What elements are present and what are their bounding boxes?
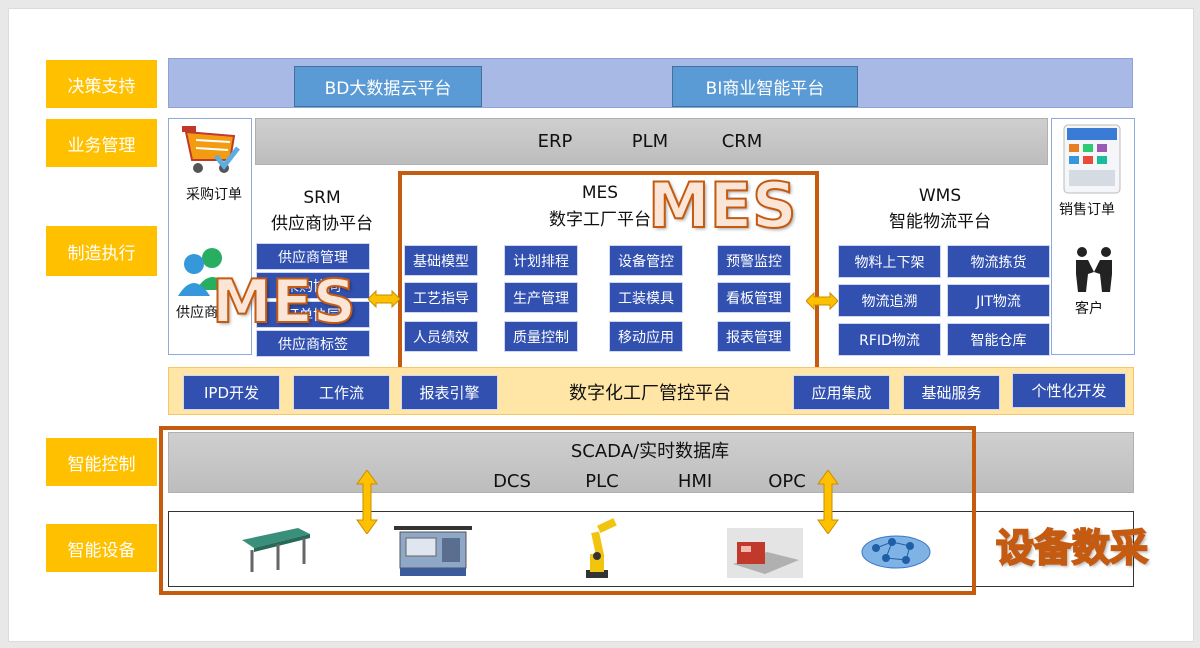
scada-plc: PLC — [585, 470, 619, 492]
mes-item-process: 工艺指导 — [404, 282, 478, 313]
layer-label-decision: 决策支持 — [46, 60, 157, 108]
wms-item-shelving: 物料上下架 — [838, 245, 941, 278]
mobile-app-icon — [1063, 124, 1121, 194]
mes-item-report: 报表管理 — [717, 321, 791, 352]
erp-label: ERP — [537, 130, 573, 152]
handshake-icon — [1070, 244, 1118, 294]
platform-item-basic-service: 基础服务 — [903, 375, 1000, 410]
wms-subtitle: 智能物流平台 — [889, 212, 991, 232]
scada-device-arrow-left — [356, 470, 378, 534]
platform-item-integration: 应用集成 — [793, 375, 890, 410]
scada-opc: OPC — [768, 470, 806, 492]
mes-item-performance: 人员绩效 — [404, 321, 478, 352]
users-icon — [176, 244, 236, 296]
cnc-machine-icon — [390, 524, 476, 578]
wms-item-warehouse: 智能仓库 — [947, 323, 1050, 356]
mes-item-mobile: 移动应用 — [609, 321, 683, 352]
mes-item-tooling: 工装模具 — [609, 282, 683, 313]
mes-big-overlay: MES — [647, 169, 798, 243]
mes-subtitle: 数字工厂平台 — [549, 210, 651, 230]
wms-title: WMS — [918, 186, 962, 206]
platform-item-custom-dev: 个性化开发 — [1012, 373, 1126, 408]
mes-item-kanban: 看板管理 — [717, 282, 791, 313]
wms-item-jit: JIT物流 — [947, 284, 1050, 317]
scada-title: SCADA/实时数据库 — [570, 441, 730, 462]
srm-item-purchase-collab: 采购协同 — [256, 272, 370, 299]
mes-srm-overlay: MES — [211, 266, 357, 338]
platform-item-ipd: IPD开发 — [183, 375, 280, 410]
mes-item-quality: 质量控制 — [504, 321, 578, 352]
mes-item-production: 生产管理 — [504, 282, 578, 313]
customer-label: 客户 — [1075, 301, 1103, 317]
wms-item-rfid: RFID物流 — [838, 323, 941, 356]
srm-item-supplier-label: 供应商标签 — [256, 330, 370, 357]
mes-item-basic-model: 基础模型 — [404, 245, 478, 276]
mes-item-scheduling: 计划排程 — [504, 245, 578, 276]
purchase-order-label: 采购订单 — [186, 187, 242, 203]
sales-order-label: 销售订单 — [1059, 202, 1115, 218]
srm-mes-double-arrow — [368, 289, 400, 309]
scada-device-arrow-right — [817, 470, 839, 534]
mes-item-equipment: 设备管控 — [609, 245, 683, 276]
shopping-cart-icon — [176, 122, 242, 180]
layer-label-manufacturing: 制造执行 — [46, 226, 157, 276]
left-panel — [168, 118, 252, 355]
business-bar — [255, 118, 1048, 165]
robot-arm-icon — [578, 516, 618, 578]
cutting-machine-icon — [727, 528, 803, 578]
platform-title: 数字化工厂管控平台 — [569, 383, 731, 404]
srm-item-supplier-mgmt: 供应商管理 — [256, 243, 370, 270]
crm-label: CRM — [721, 130, 763, 152]
layer-label-business: 业务管理 — [46, 119, 157, 167]
bd-platform-box: BD大数据云平台 — [294, 66, 482, 107]
wms-item-picking: 物流拣货 — [947, 245, 1050, 278]
srm-title: SRM — [303, 188, 341, 208]
equipment-collect-overlay: 设备数采 — [995, 525, 1149, 571]
wms-item-trace: 物流追溯 — [838, 284, 941, 317]
scada-hmi: HMI — [677, 470, 713, 492]
platform-item-workflow: 工作流 — [293, 375, 390, 410]
platform-item-report-engine: 报表引擎 — [401, 375, 498, 410]
supplier-label: 供应商 — [176, 305, 218, 321]
mes-title: MES — [581, 183, 619, 203]
bi-platform-box: BI商业智能平台 — [672, 66, 858, 107]
srm-item-order-collab: 订单协同 — [256, 301, 370, 328]
plm-label: PLM — [631, 130, 669, 152]
conveyor-icon — [238, 522, 314, 576]
layer-label-control: 智能控制 — [46, 438, 157, 486]
srm-subtitle: 供应商协平台 — [271, 214, 373, 234]
equipment-highlight-frame — [159, 426, 976, 595]
cloud-network-icon — [858, 528, 934, 578]
scada-dcs: DCS — [493, 470, 531, 492]
layer-label-devices: 智能设备 — [46, 524, 157, 572]
mes-wms-double-arrow — [806, 291, 838, 311]
mes-item-alert: 预警监控 — [717, 245, 791, 276]
